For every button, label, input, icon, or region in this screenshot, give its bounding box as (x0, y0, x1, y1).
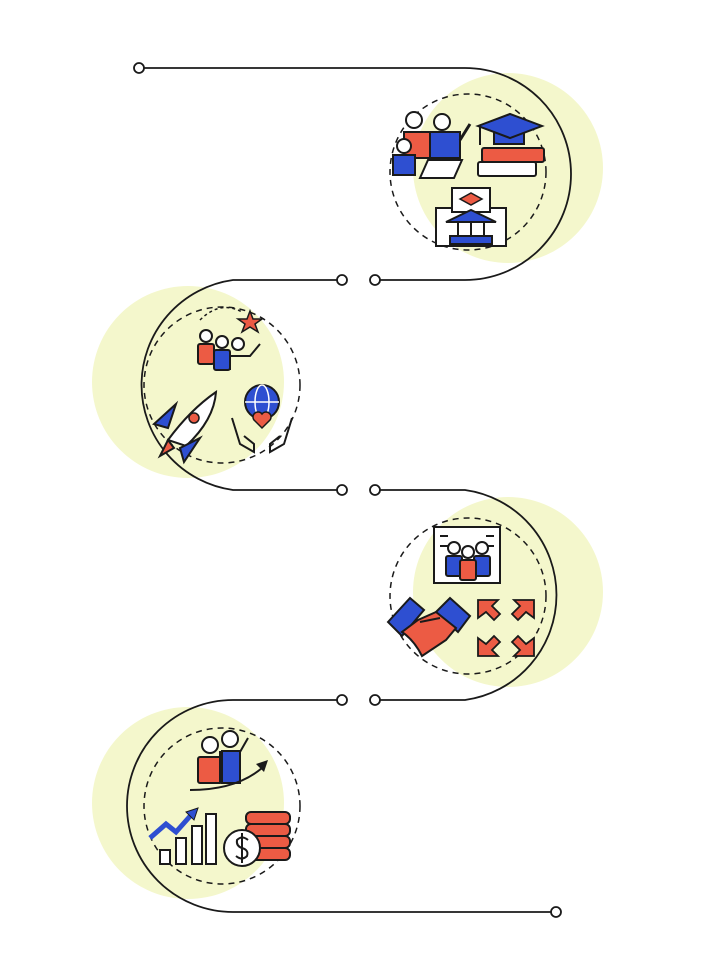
blob-step-3 (413, 497, 603, 687)
background-blobs (92, 73, 603, 899)
step-growth (148, 730, 291, 867)
handshake-icon (386, 596, 472, 658)
connector-path-4 (126, 699, 551, 913)
dot-step-1-end (369, 274, 381, 286)
step-goals (151, 306, 293, 465)
step-partnership (386, 526, 535, 658)
dot-step-2-start (336, 274, 348, 286)
timeline-dots (133, 62, 562, 918)
career-growth-icon (189, 730, 268, 791)
team-star-icon (197, 306, 265, 371)
dot-step-2-end (336, 484, 348, 496)
university-building-icon (435, 187, 507, 247)
connector-path-2 (140, 279, 337, 491)
dot-step-3-end (369, 694, 381, 706)
dot-step-3-start (369, 484, 381, 496)
office-team-icon (433, 526, 501, 584)
connector-path-3 (380, 489, 558, 701)
dashed-rings (143, 93, 547, 885)
start-dot (133, 62, 145, 74)
expand-arrows-icon (477, 599, 535, 657)
timeline-connector (126, 67, 572, 913)
coins-dollar-icon (223, 811, 291, 867)
growth-chart-icon (148, 807, 217, 865)
dashed-ring-1 (389, 93, 547, 251)
dashed-ring-3 (389, 517, 547, 675)
connector-path-1 (144, 67, 572, 281)
graduation-books-icon (475, 112, 545, 177)
dot-step-4-start (336, 694, 348, 706)
rocket-icon (151, 389, 218, 465)
mentor-student-icon (392, 111, 472, 179)
step-education (392, 111, 545, 247)
hands-globe-heart-icon (231, 384, 293, 454)
end-dot (550, 906, 562, 918)
dashed-ring-4 (143, 727, 301, 885)
